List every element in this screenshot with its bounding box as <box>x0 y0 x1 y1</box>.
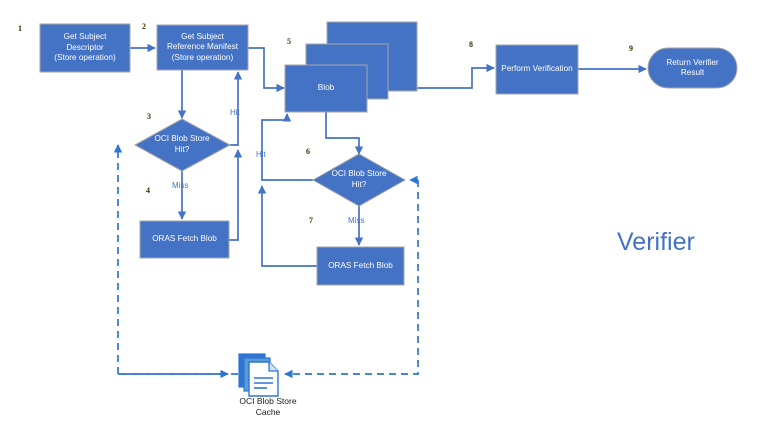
step-number-2: 2 <box>142 22 146 31</box>
edge-n2-n5 <box>248 47 285 93</box>
edge-n5-n6 <box>325 112 364 155</box>
edge-label-hit-2: Hit <box>256 150 266 159</box>
step-number-5: 5 <box>287 37 291 46</box>
cache-connector-group <box>113 144 419 379</box>
node-get-subject-descriptor[interactable] <box>39 23 131 73</box>
node-blob-front[interactable] <box>284 64 368 113</box>
node-oras-fetch-blob-1[interactable] <box>139 220 230 259</box>
step-number-4: 4 <box>146 186 150 195</box>
edge-n4-n2 <box>229 149 243 241</box>
step-number-6: 6 <box>306 147 310 156</box>
step-number-3: 3 <box>147 112 151 121</box>
edge-label-miss-1: Miss <box>172 181 189 190</box>
cache-label: OCI Blob Store Cache <box>239 396 297 417</box>
document-stack-icon[interactable] <box>238 353 279 397</box>
edge-n6-to-cache <box>284 180 419 379</box>
edge-n6-hit-n5 <box>261 113 313 181</box>
node-return-verifier-result[interactable] <box>647 47 738 89</box>
connector-group <box>130 43 647 267</box>
node-perform-verification[interactable] <box>495 44 579 95</box>
edge-cache-to-n3 <box>113 144 238 375</box>
edge-label-hit-1: Hit <box>230 108 240 117</box>
edge-n5-n8 <box>367 63 495 89</box>
step-number-1: 1 <box>18 24 22 33</box>
node-oras-fetch-blob-2[interactable] <box>316 246 405 286</box>
step-number-8: 8 <box>469 40 473 49</box>
edge-n3-hit-n2 <box>230 71 243 146</box>
step-number-9: 9 <box>629 44 633 53</box>
node-oci-blob-store-hit-2[interactable] <box>311 153 407 207</box>
page-title: Verifier <box>617 228 695 256</box>
node-get-subject-reference-manifest[interactable] <box>156 24 249 71</box>
step-number-7: 7 <box>309 216 313 225</box>
edge-n7-n5 <box>257 185 317 267</box>
edge-label-miss-2: Miss <box>348 216 365 225</box>
node-oci-blob-store-hit-1[interactable] <box>133 118 232 172</box>
